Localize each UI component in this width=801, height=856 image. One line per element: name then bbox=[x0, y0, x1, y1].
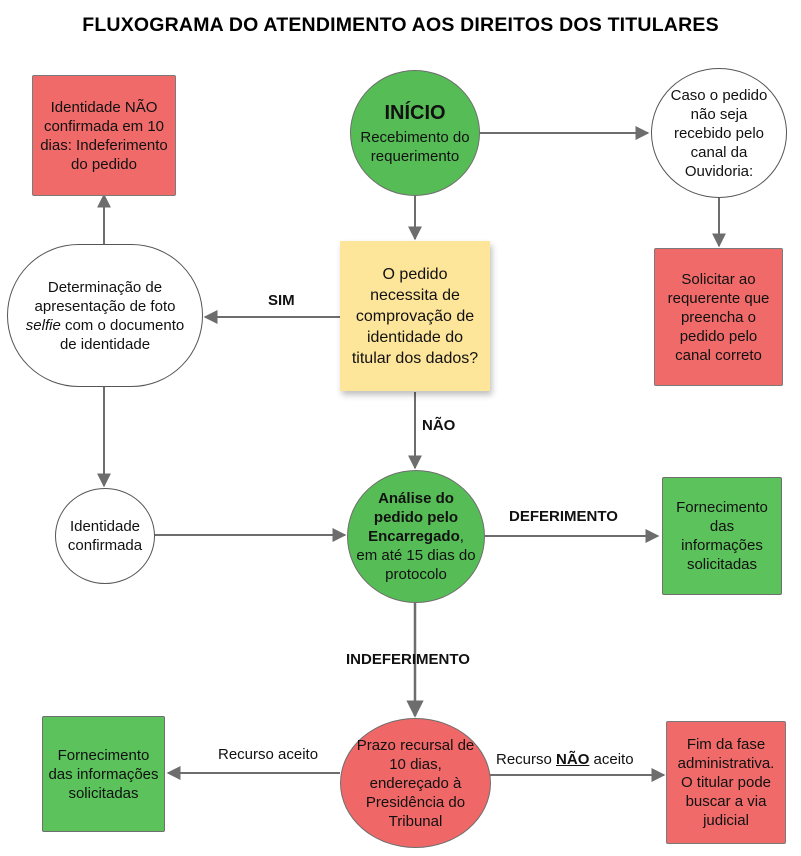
label-appeal-rejected: Recurso NÃO aceito bbox=[496, 751, 634, 768]
label-appeal-rejected-nao: NÃO bbox=[556, 751, 590, 768]
node-analysis: Análise do pedido pelo Encarregado, em a… bbox=[347, 470, 485, 603]
label-deferimento: DEFERIMENTO bbox=[509, 508, 618, 525]
selfie-text-part2: com o documento de identidade bbox=[59, 316, 185, 353]
analysis-bold: Análise do pedido pelo Encarregado bbox=[368, 490, 460, 545]
start-text: Recebimento do requerimento bbox=[360, 128, 470, 165]
label-indeferimento: INDEFERIMENTO bbox=[346, 651, 470, 668]
node-identity-decision: O pedido necessita de comprovação de ide… bbox=[340, 241, 490, 391]
selfie-italic: selfie bbox=[25, 316, 65, 334]
node-provide-info-left: Fornecimento das informações solicitadas bbox=[42, 716, 165, 832]
node-selfie-request: Determinação de apresentação de foto sel… bbox=[7, 244, 203, 387]
node-appeal: Prazo recursal de 10 dias, endereçado à … bbox=[340, 718, 491, 848]
start-heading: INÍCIO bbox=[384, 101, 446, 124]
node-start: INÍCIO Recebimento do requerimento bbox=[350, 70, 480, 196]
node-wrong-channel: Caso o pedido não seja recebido pelo can… bbox=[651, 68, 787, 198]
node-ask-correct-channel: Solicitar ao requerente que preencha o p… bbox=[654, 248, 783, 386]
node-admin-end: Fim da fase administrativa. O titular po… bbox=[666, 721, 786, 844]
diagram-title: FLUXOGRAMA DO ATENDIMENTO AOS DIREITOS D… bbox=[82, 14, 719, 36]
label-sim: SIM bbox=[268, 292, 295, 309]
label-nao: NÃO bbox=[422, 417, 456, 434]
node-identity-confirmed: Identidade confirmada bbox=[55, 488, 155, 584]
node-provide-info-right: Fornecimento das informações solicitadas bbox=[662, 477, 782, 595]
node-identity-not-confirmed: Identidade NÃO confirmada em 10 dias: In… bbox=[32, 75, 176, 196]
selfie-text-part1: Determinação de apresentação de foto bbox=[34, 278, 176, 315]
label-appeal-accepted: Recurso aceito bbox=[218, 746, 319, 763]
analysis-text: , em até 15 dias do protocolo bbox=[356, 528, 476, 583]
